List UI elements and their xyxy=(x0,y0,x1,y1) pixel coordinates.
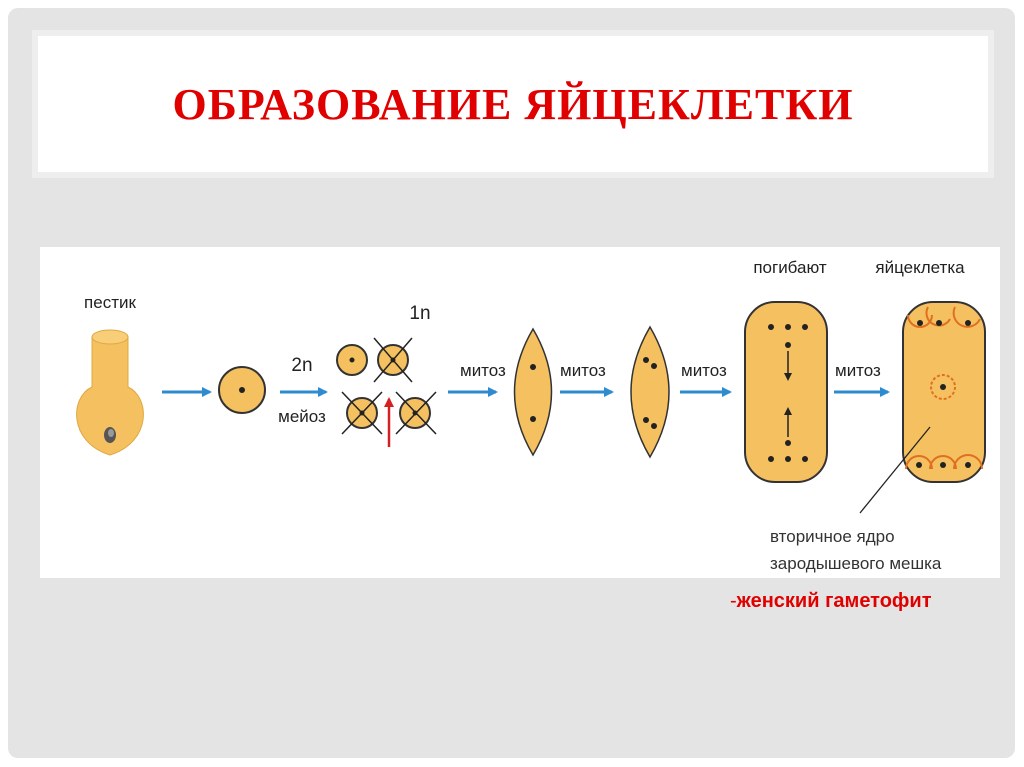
pistil-label: пестик xyxy=(84,293,136,312)
label-1n: 1n xyxy=(409,303,430,324)
label-mitosis-1: митоз xyxy=(460,361,506,380)
four-nucleate-cell xyxy=(631,327,669,457)
title-box: ОБРАЗОВАНИЕ ЯЙЦЕКЛЕТКИ xyxy=(32,30,994,178)
label-egg-cell: яйцеклетка xyxy=(875,258,965,277)
diagram-canvas: пестик 2n мейоз xyxy=(40,247,1000,578)
egg-formation-diagram: пестик 2n мейоз xyxy=(40,247,1000,578)
label-mitosis-2: митоз xyxy=(560,361,606,380)
two-nucleate-cell xyxy=(515,329,552,455)
tetrad-cells xyxy=(337,338,436,434)
label-mitosis-4: митоз xyxy=(835,361,881,380)
label-secondary-nucleus-2: зародышевого мешка xyxy=(770,554,942,573)
label-die: погибают xyxy=(753,258,827,277)
label-secondary-nucleus-1: вторичное ядро xyxy=(770,527,895,546)
diploid-cell xyxy=(219,367,265,413)
label-mitosis-3: митоз xyxy=(681,361,727,380)
caption-dash: - xyxy=(730,590,737,612)
label-meiosis: мейоз xyxy=(278,407,326,426)
label-2n: 2n xyxy=(291,355,312,376)
embryo-sac xyxy=(903,302,985,482)
caption-text: женский гаметофит xyxy=(737,590,932,612)
eight-nucleate-cell xyxy=(745,302,827,482)
slide-title: ОБРАЗОВАНИЕ ЯЙЦЕКЛЕТКИ xyxy=(173,79,854,130)
pistil-shape xyxy=(77,330,144,455)
caption: -женский гаметофит xyxy=(730,590,932,613)
